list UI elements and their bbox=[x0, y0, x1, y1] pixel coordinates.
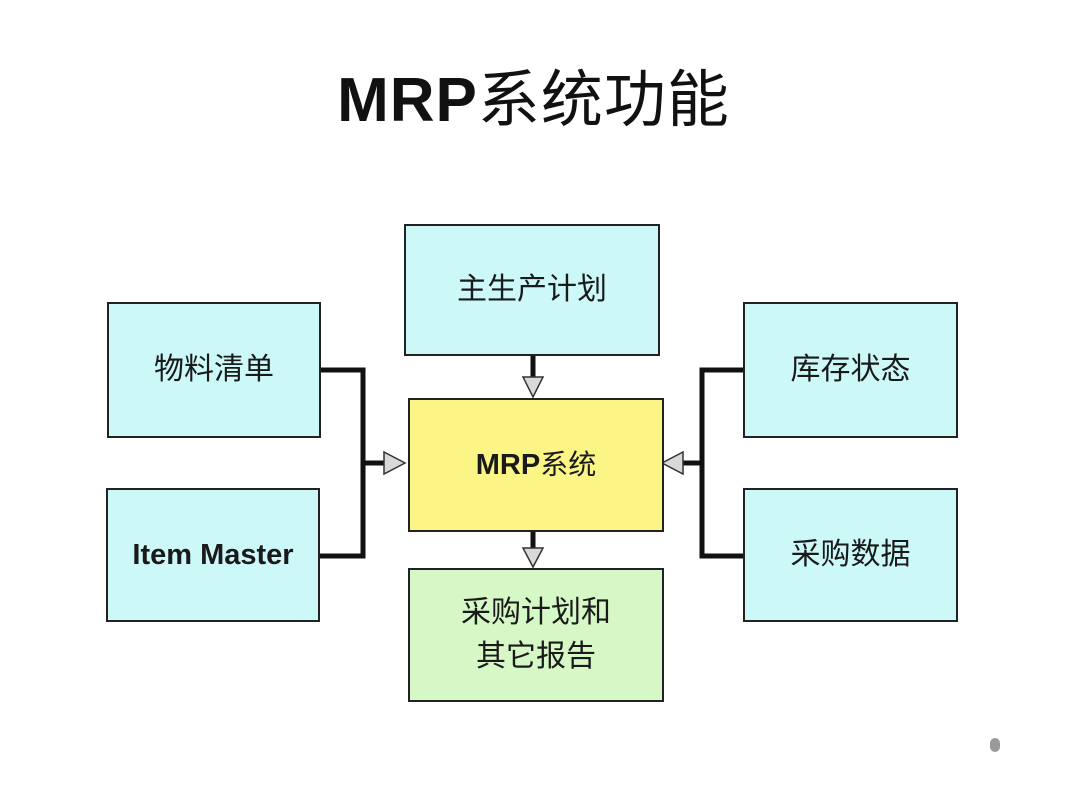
title-cjk: 系统功能 bbox=[477, 63, 730, 136]
item-master-label: Item Master bbox=[132, 539, 294, 571]
purchase-data-box: 采购数据 bbox=[743, 488, 958, 622]
arrowhead-right bbox=[660, 450, 684, 476]
arrowhead-top bbox=[521, 376, 545, 399]
mrp-label-latin: MRP bbox=[475, 449, 541, 481]
output-label-line2: 其它报告 bbox=[476, 639, 596, 674]
bom-box: 物料清单 bbox=[107, 302, 321, 438]
connector-left-bracket bbox=[320, 367, 366, 559]
arrowhead-left bbox=[383, 450, 407, 476]
purchase-data-label: 采购数据 bbox=[790, 537, 911, 572]
connector-right-bracket bbox=[699, 367, 743, 559]
purchase-plan-reports-box: 采购计划和 其它报告 bbox=[408, 568, 664, 702]
inventory-status-label: 库存状态 bbox=[790, 352, 911, 387]
page-title: MRP系统功能 bbox=[0, 52, 1067, 149]
master-production-plan-label: 主生产计划 bbox=[457, 272, 607, 307]
master-production-plan-box: 主生产计划 bbox=[404, 224, 660, 356]
title-latin: MRP bbox=[337, 66, 478, 135]
bom-label: 物料清单 bbox=[154, 352, 274, 387]
mrp-label-cjk: 系统 bbox=[540, 448, 597, 481]
output-label-line1: 采购计划和 bbox=[461, 595, 611, 630]
corner-dot-icon bbox=[990, 738, 1000, 752]
arrowhead-bottom bbox=[521, 547, 545, 569]
item-master-box: Item Master bbox=[106, 488, 320, 622]
inventory-status-box: 库存状态 bbox=[743, 302, 958, 438]
